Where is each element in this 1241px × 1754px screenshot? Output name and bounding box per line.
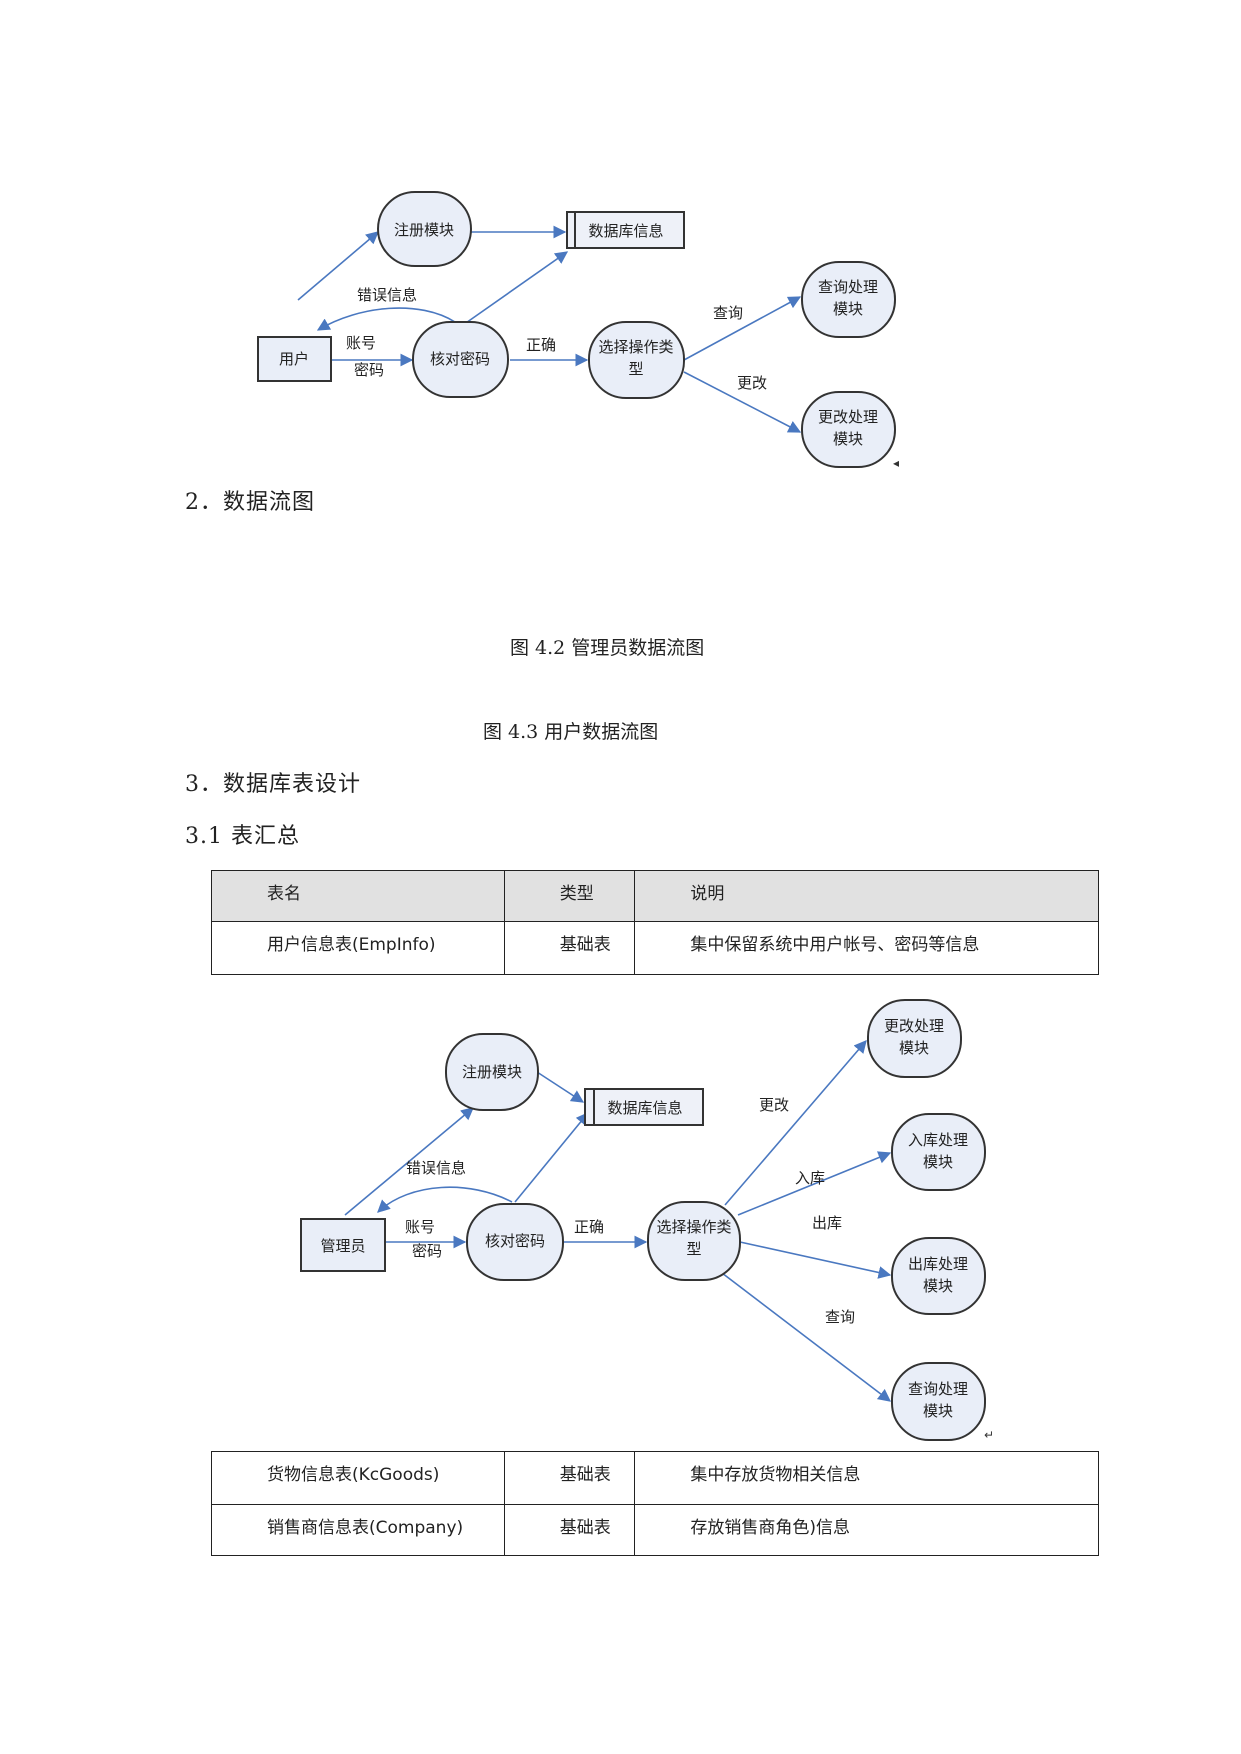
row-type: 基础表 bbox=[559, 1518, 611, 1538]
node-user: 用户 bbox=[257, 336, 332, 382]
section-3-heading: 3．数据库表设计 bbox=[185, 772, 361, 797]
node-query-label-1: 查询处理 bbox=[908, 1380, 968, 1398]
admin-dataflow-diagram: 错误信息 账号 密码 正确 更改 入库 出库 查询 注册模块 数据库信息 管理员… bbox=[300, 999, 986, 1441]
edge-label-password: 密码 bbox=[354, 361, 384, 379]
user-dataflow-diagram: 错误信息 账号 密码 正确 查询 更改 注册模块 数据库信息 用户 核对密码 选… bbox=[257, 191, 896, 468]
node-in-label-1: 入库处理 bbox=[908, 1131, 968, 1149]
node-select: 选择操作类 型 bbox=[588, 321, 685, 399]
node-query-label-2: 模块 bbox=[923, 1402, 953, 1420]
row-desc: 集中保留系统中用户帐号、密码等信息 bbox=[690, 935, 980, 955]
row-desc: 存放销售商角色)信息 bbox=[690, 1518, 851, 1538]
table-row: 销售商信息表(Company) 基础表 存放销售商角色)信息 bbox=[211, 1504, 1099, 1556]
section-2-heading: 2．数据流图 bbox=[185, 490, 315, 515]
edge-select-query bbox=[721, 1272, 892, 1402]
node-database: 数据库信息 bbox=[584, 1088, 704, 1126]
node-register-label: 注册模块 bbox=[394, 221, 454, 239]
node-select: 选择操作类 型 bbox=[647, 1201, 741, 1281]
node-query: 查询处理 模块 bbox=[801, 261, 896, 338]
table-header-row: 表名 类型 说明 bbox=[211, 870, 1099, 922]
row-type: 基础表 bbox=[559, 1465, 611, 1485]
node-select-label-1: 选择操作类 bbox=[656, 1218, 731, 1236]
node-user-label: 用户 bbox=[279, 350, 309, 368]
node-select-label-2: 型 bbox=[686, 1240, 701, 1258]
node-verify-label: 核对密码 bbox=[430, 350, 490, 368]
row-type: 基础表 bbox=[559, 935, 611, 955]
paragraph-mark-2: ↵ bbox=[984, 1428, 995, 1442]
node-admin: 管理员 bbox=[300, 1218, 386, 1272]
edge-select-out bbox=[739, 1241, 892, 1279]
header-table-name: 表名 bbox=[267, 884, 301, 904]
edge-label-error: 错误信息 bbox=[406, 1159, 466, 1177]
node-out-label-1: 出库处理 bbox=[908, 1255, 968, 1273]
edge-verify-admin-error bbox=[377, 1186, 513, 1213]
row-name: 货物信息表(KcGoods) bbox=[267, 1465, 440, 1485]
edge-label-error: 错误信息 bbox=[357, 286, 417, 304]
node-modify-label-1: 更改处理 bbox=[818, 408, 878, 426]
edge-label-query: 查询 bbox=[825, 1308, 855, 1326]
node-register: 注册模块 bbox=[377, 191, 472, 267]
node-admin-label: 管理员 bbox=[320, 1237, 365, 1255]
node-register-label: 注册模块 bbox=[462, 1063, 522, 1081]
node-verify-label: 核对密码 bbox=[485, 1232, 545, 1250]
node-verify: 核对密码 bbox=[412, 321, 509, 398]
edge-verify-database bbox=[462, 251, 569, 326]
figure-4-3-caption: 图 4.3 用户数据流图 bbox=[483, 721, 659, 743]
node-out-label-2: 模块 bbox=[923, 1277, 953, 1295]
table-summary-top: 表名 类型 说明 用户信息表(EmpInfo) 基础表 集中保留系统中用户帐号、… bbox=[211, 870, 1099, 975]
node-in-label-2: 模块 bbox=[923, 1153, 953, 1171]
node-modify-label-2: 模块 bbox=[833, 430, 863, 448]
node-modify: 更改处理 模块 bbox=[867, 999, 962, 1078]
node-modify-label-2: 模块 bbox=[899, 1039, 929, 1057]
section-3-1-heading: 3.1 表汇总 bbox=[185, 824, 300, 849]
paragraph-mark-1: ◂ bbox=[893, 456, 900, 470]
edge-label-password: 密码 bbox=[412, 1242, 442, 1260]
edge-select-query bbox=[683, 296, 802, 361]
node-database: 数据库信息 bbox=[566, 211, 685, 249]
edge-label-correct: 正确 bbox=[526, 336, 556, 354]
node-query: 查询处理 模块 bbox=[891, 1362, 986, 1441]
node-in: 入库处理 模块 bbox=[891, 1113, 986, 1191]
edge-label-modify: 更改 bbox=[737, 374, 767, 392]
figure-4-2-caption: 图 4.2 管理员数据流图 bbox=[510, 637, 705, 659]
node-verify: 核对密码 bbox=[466, 1203, 564, 1281]
table-summary-bottom: 货物信息表(KcGoods) 基础表 集中存放货物相关信息 销售商信息表(Com… bbox=[211, 1451, 1099, 1556]
edge-admin-register bbox=[344, 1107, 474, 1216]
row-name: 销售商信息表(Company) bbox=[267, 1518, 464, 1538]
edge-verify-user-error bbox=[316, 307, 456, 331]
node-database-label: 数据库信息 bbox=[607, 1099, 682, 1117]
table-row: 货物信息表(KcGoods) 基础表 集中存放货物相关信息 bbox=[211, 1451, 1099, 1505]
edge-verify-database bbox=[514, 1112, 589, 1203]
header-table-type: 类型 bbox=[559, 884, 594, 904]
node-register: 注册模块 bbox=[445, 1033, 539, 1111]
edge-select-modify bbox=[724, 1040, 867, 1206]
edge-register-database bbox=[536, 1071, 585, 1103]
edge-label-query: 查询 bbox=[713, 304, 743, 322]
edge-label-correct: 正确 bbox=[574, 1218, 604, 1236]
edge-label-account: 账号 bbox=[405, 1218, 435, 1236]
edge-select-modify bbox=[683, 371, 802, 433]
node-modify-label-1: 更改处理 bbox=[884, 1017, 944, 1035]
row-name: 用户信息表(EmpInfo) bbox=[267, 935, 436, 955]
node-query-label-1: 查询处理 bbox=[818, 278, 878, 296]
edge-label-account: 账号 bbox=[346, 334, 376, 352]
edge-label-modify: 更改 bbox=[759, 1096, 789, 1114]
node-select-label-1: 选择操作类 bbox=[598, 338, 673, 356]
node-query-label-2: 模块 bbox=[833, 300, 863, 318]
edge-label-out: 出库 bbox=[812, 1214, 842, 1232]
row-desc: 集中存放货物相关信息 bbox=[690, 1465, 861, 1485]
header-table-desc: 说明 bbox=[690, 884, 725, 904]
node-modify: 更改处理 模块 bbox=[801, 391, 896, 468]
edge-user-register bbox=[297, 231, 379, 301]
node-out: 出库处理 模块 bbox=[891, 1237, 986, 1315]
edge-select-in bbox=[737, 1151, 892, 1216]
node-select-label-2: 型 bbox=[628, 360, 643, 378]
node-database-label: 数据库信息 bbox=[588, 222, 663, 240]
table-row: 用户信息表(EmpInfo) 基础表 集中保留系统中用户帐号、密码等信息 bbox=[211, 921, 1099, 975]
edge-label-in: 入库 bbox=[795, 1169, 825, 1187]
